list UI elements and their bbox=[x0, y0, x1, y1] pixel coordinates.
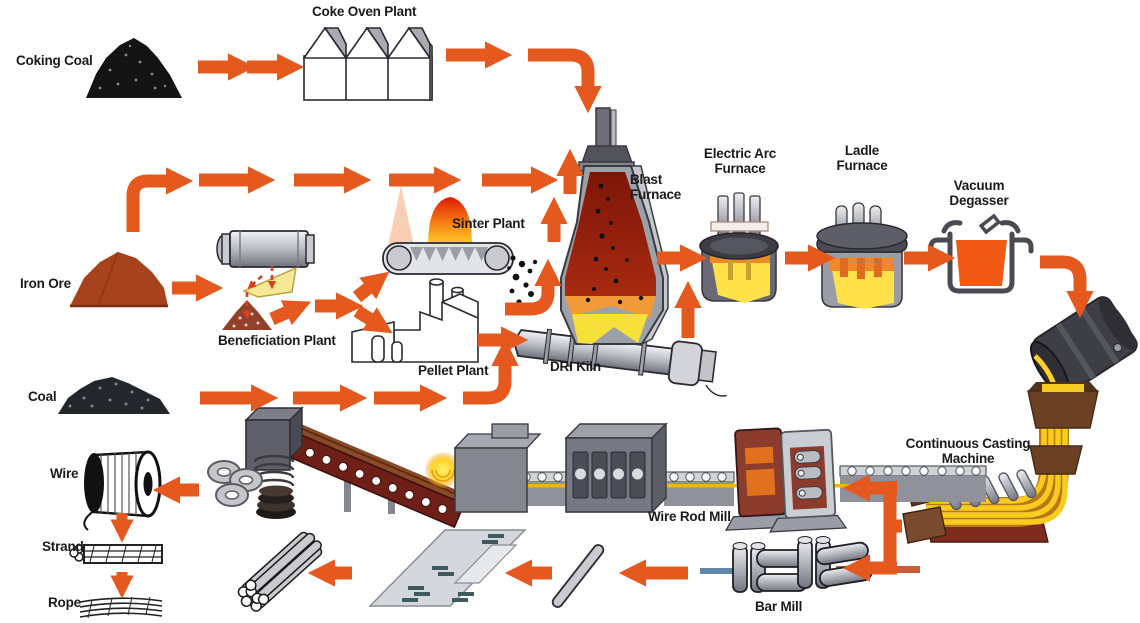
flow-arrow bbox=[505, 258, 562, 316]
label-iron-ore: Iron Ore bbox=[20, 276, 71, 291]
beneficiation-plant bbox=[216, 230, 315, 330]
flow-arrows bbox=[110, 41, 1094, 599]
label-wire: Wire bbox=[50, 466, 79, 481]
bar-out bbox=[700, 568, 736, 574]
rope-graphic bbox=[79, 596, 163, 619]
label-bar-mill: Bar Mill bbox=[755, 599, 803, 614]
flow-arrow bbox=[528, 48, 602, 114]
pouring-ladle bbox=[1030, 296, 1138, 395]
sinter-plant bbox=[382, 186, 514, 275]
coal-pile bbox=[58, 377, 170, 414]
label-coke-oven-plant: Coke Oven Plant bbox=[312, 4, 417, 19]
label-pellet-plant: Pellet Plant bbox=[418, 363, 489, 378]
label-strand: Strand bbox=[42, 539, 84, 554]
coil-winder bbox=[244, 406, 304, 519]
beneficiation-dashed-arrows bbox=[242, 266, 277, 320]
finishing-stands bbox=[724, 427, 848, 533]
label-vacuum-degasser: Vacuum Degasser bbox=[949, 178, 1009, 208]
label-coal: Coal bbox=[28, 389, 57, 404]
flow-arrow bbox=[269, 300, 312, 326]
label-electric-arc-furnace: Electric Arc Furnace bbox=[703, 146, 777, 176]
flow-arrow bbox=[126, 167, 194, 232]
label-sinter-plant: Sinter Plant bbox=[452, 216, 525, 231]
mill-housing-windows bbox=[572, 451, 646, 499]
dri-kiln bbox=[512, 328, 727, 397]
hot-rod-line bbox=[516, 484, 854, 488]
iron-ore-pile bbox=[70, 251, 168, 308]
label-beneficiation-plant: Beneficiation Plant bbox=[218, 333, 336, 348]
blast-furnace bbox=[560, 107, 669, 346]
ladle-furnace bbox=[816, 202, 908, 309]
label-wire-rod-mill: Wire Rod Mill bbox=[648, 509, 731, 524]
label-blast-furnace: Blast Furnace bbox=[630, 172, 682, 202]
wire-rod-mill bbox=[207, 406, 987, 533]
cooling-conveyor bbox=[276, 419, 542, 529]
vacuum-degasser bbox=[928, 213, 1034, 294]
laying-head-glow bbox=[425, 452, 461, 488]
label-rope: Rope bbox=[48, 595, 81, 610]
label-dri-kiln: DRI Kiln bbox=[550, 359, 601, 374]
flow-arrow bbox=[1040, 255, 1094, 319]
single-rod bbox=[551, 544, 605, 608]
coking-coal-pile bbox=[86, 38, 182, 98]
flow-arrow bbox=[353, 305, 393, 334]
electric-arc-furnace bbox=[699, 192, 779, 303]
label-ladle-furnace: Ladle Furnace bbox=[836, 143, 888, 173]
label-coking-coal: Coking Coal bbox=[16, 53, 93, 68]
coke-oven-plant bbox=[302, 26, 433, 101]
rod-bundle bbox=[237, 531, 323, 612]
pellet-plant bbox=[351, 278, 479, 363]
strand-graphic bbox=[69, 544, 163, 564]
rod-coils bbox=[207, 460, 263, 507]
label-continuous-casting-machine: Continuous Casting Machine bbox=[905, 436, 1031, 466]
flow-arrow bbox=[463, 338, 519, 405]
casting-split-bracket bbox=[842, 474, 902, 582]
flow-arrow bbox=[352, 271, 390, 303]
cooling-bed bbox=[368, 529, 527, 607]
